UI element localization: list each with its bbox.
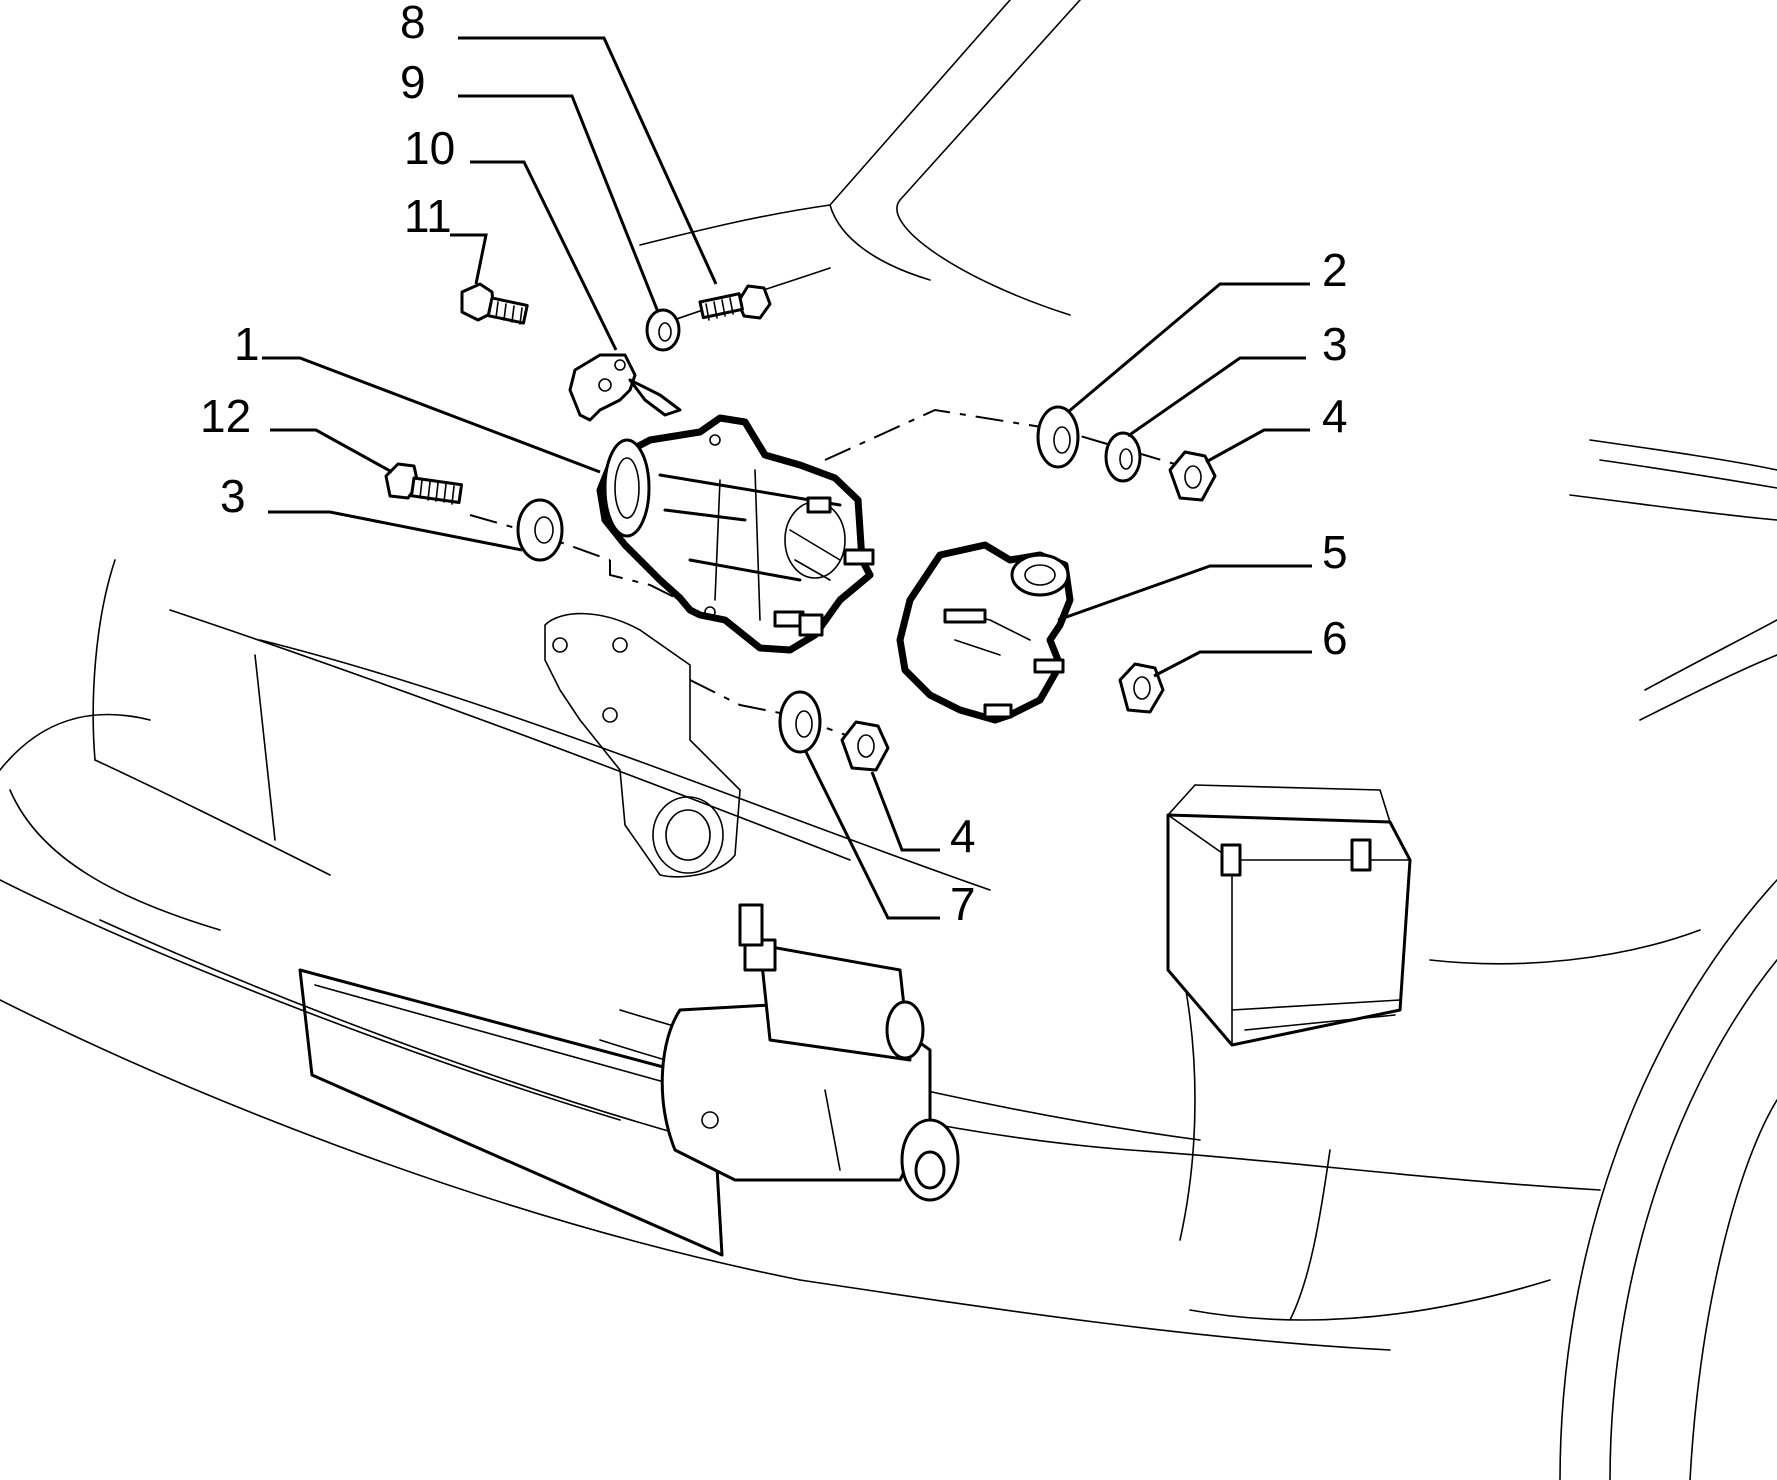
callout-12: 12 — [200, 390, 251, 442]
washer-part-9 — [645, 308, 681, 352]
nut-part-4-bottom — [840, 720, 890, 772]
washer-part-3-left — [516, 498, 564, 562]
bracket-part-10 — [568, 353, 682, 422]
callout-3-right: 3 — [1322, 318, 1348, 370]
callout-6: 6 — [1322, 612, 1348, 664]
mounting-bracket-drawing — [544, 612, 741, 878]
callout-11: 11 — [404, 190, 452, 242]
washer-part-7 — [778, 690, 822, 754]
callout-1: 1 — [234, 318, 260, 370]
washer-part-2 — [1036, 405, 1080, 469]
callout-9: 9 — [400, 56, 426, 108]
callout-8: 8 — [400, 0, 426, 48]
bolt-part-8 — [698, 284, 772, 321]
callout-7: 7 — [950, 878, 976, 930]
compressor-part-1 — [596, 414, 875, 654]
nut-part-6 — [1118, 662, 1165, 714]
callout-leader-lines — [262, 36, 1312, 920]
callout-4-bottom: 4 — [950, 810, 976, 862]
callout-labels: 8 9 10 11 1 12 3 2 3 4 5 6 4 7 — [200, 0, 1348, 930]
callout-10: 10 — [404, 122, 455, 174]
bolt-part-11 — [460, 282, 529, 325]
nut-part-4-right — [1168, 450, 1217, 502]
battery-drawing — [1166, 784, 1412, 1047]
callout-2: 2 — [1322, 244, 1348, 296]
rear-cover-part-5 — [896, 541, 1074, 724]
washer-part-3-right — [1104, 431, 1142, 483]
callout-3-left: 3 — [220, 470, 246, 522]
starter-motor-drawing — [660, 903, 960, 1202]
bolt-part-12 — [384, 462, 464, 505]
callout-5: 5 — [1322, 526, 1348, 578]
callout-4-right: 4 — [1322, 390, 1348, 442]
